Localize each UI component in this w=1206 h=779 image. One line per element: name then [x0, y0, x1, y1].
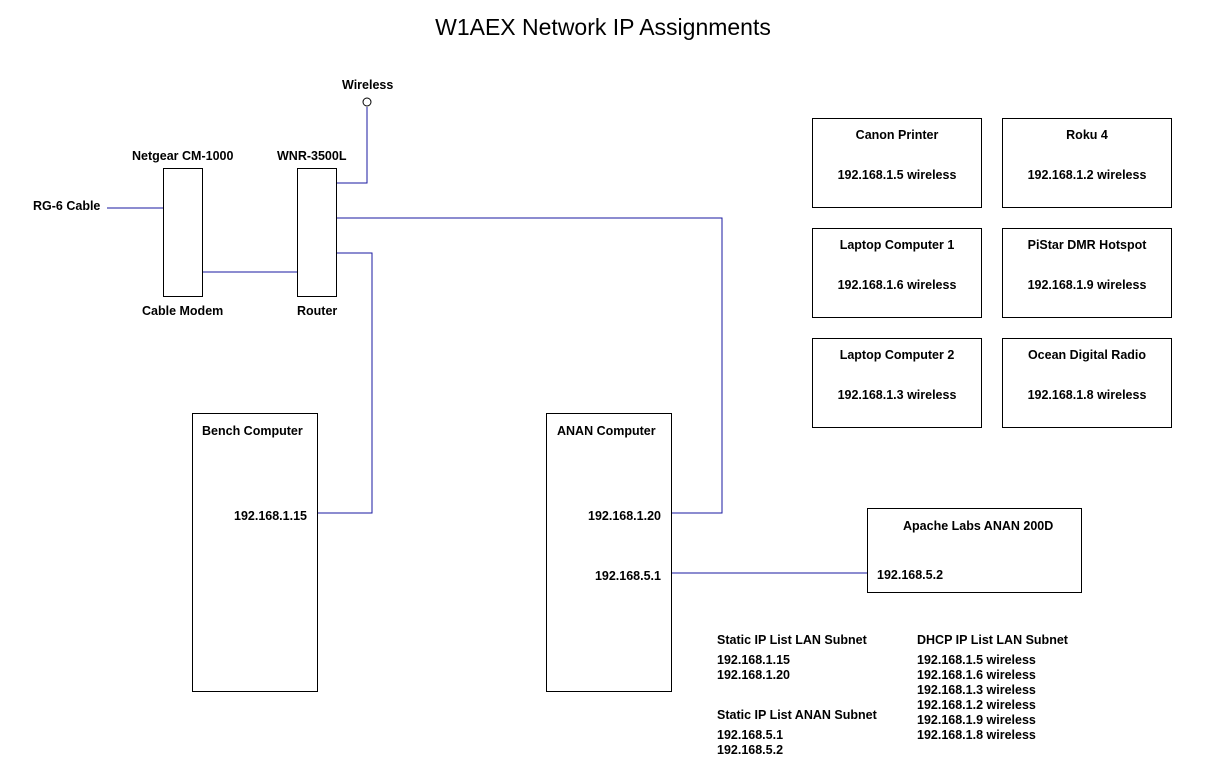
device-name: PiStar DMR Hotspot — [1027, 238, 1147, 252]
device-name: Laptop Computer 1 — [839, 238, 955, 252]
wireless-label: Wireless — [342, 78, 394, 92]
list-item: 192.168.1.6 wireless — [917, 668, 1036, 682]
router-box — [297, 168, 337, 297]
list-item: 192.168.5.1 — [717, 728, 784, 742]
list-item: 192.168.1.20 — [717, 668, 790, 682]
router-type-label: Router — [297, 304, 338, 318]
router-bench-wire — [318, 252, 373, 514]
antenna-icon — [362, 97, 372, 107]
dhcp-lan-list: DHCP IP List LAN Subnet 192.168.1.5 wire… — [917, 633, 1068, 743]
cable-modem-box — [163, 168, 203, 297]
list-heading: DHCP IP List LAN Subnet — [917, 633, 1068, 647]
list-item: 192.168.1.9 wireless — [917, 713, 1036, 727]
list-heading: Static IP List LAN Subnet — [717, 633, 867, 647]
router-antenna-wire — [337, 107, 368, 184]
anan-computer-box: ANAN Computer 192.168.1.20 192.168.5.1 — [546, 413, 672, 692]
anan-computer-lan-ip: 192.168.1.20 — [588, 509, 661, 523]
diagram-title: W1AEX Network IP Assignments — [435, 14, 771, 40]
list-item: 192.168.1.15 — [717, 653, 790, 667]
device-ip: 192.168.1.6 wireless — [837, 278, 957, 292]
list-item: 192.168.1.3 wireless — [917, 683, 1036, 697]
device-ip: 192.168.1.5 wireless — [837, 168, 957, 182]
device-card-laptop-2: Laptop Computer 2 192.168.1.3 wireless — [812, 338, 982, 428]
anan-computer-anan-ip: 192.168.5.1 — [594, 569, 661, 583]
list-item: 192.168.1.5 wireless — [917, 653, 1036, 667]
list-item: 192.168.1.2 wireless — [917, 698, 1036, 712]
device-ip: 192.168.1.3 wireless — [837, 388, 957, 402]
device-ip: 192.168.1.2 wireless — [1027, 168, 1147, 182]
anan-radio-ip: 192.168.5.2 — [877, 568, 944, 582]
device-card-laptop-1: Laptop Computer 1 192.168.1.6 wireless — [812, 228, 982, 318]
static-lan-list: Static IP List LAN Subnet 192.168.1.15 1… — [717, 633, 867, 683]
router-model-label: WNR-3500L — [277, 149, 347, 163]
rg6-cable-label: RG-6 Cable — [33, 199, 101, 213]
list-item: 192.168.5.2 — [717, 743, 784, 757]
device-name: Canon Printer — [855, 128, 939, 142]
device-ip: 192.168.1.9 wireless — [1027, 278, 1147, 292]
modem-type-label: Cable Modem — [142, 304, 224, 318]
device-card-pistar-hotspot: PiStar DMR Hotspot 192.168.1.9 wireless — [1002, 228, 1172, 318]
list-heading: Static IP List ANAN Subnet — [717, 708, 877, 722]
device-card-ocean-digital-radio: Ocean Digital Radio 192.168.1.8 wireless — [1002, 338, 1172, 428]
device-card-roku-4: Roku 4 192.168.1.2 wireless — [1002, 118, 1172, 208]
bench-computer-box: Bench Computer 192.168.1.15 — [192, 413, 318, 692]
list-item: 192.168.1.8 wireless — [917, 728, 1036, 742]
device-name: Laptop Computer 2 — [839, 348, 955, 362]
bench-computer-title: Bench Computer — [202, 424, 303, 438]
static-anan-list: Static IP List ANAN Subnet 192.168.5.1 1… — [717, 708, 877, 758]
anan-computer-title: ANAN Computer — [557, 424, 656, 438]
modem-model-label: Netgear CM-1000 — [132, 149, 234, 163]
router-anan-lan-wire — [337, 217, 723, 514]
device-card-canon-printer: Canon Printer 192.168.1.5 wireless — [812, 118, 982, 208]
anan-radio-title: Apache Labs ANAN 200D — [903, 519, 1054, 533]
bench-computer-ip: 192.168.1.15 — [234, 509, 307, 523]
anan-radio-box: Apache Labs ANAN 200D 192.168.5.2 — [867, 508, 1082, 593]
device-name: Roku 4 — [1066, 128, 1108, 142]
device-name: Ocean Digital Radio — [1027, 348, 1147, 362]
device-ip: 192.168.1.8 wireless — [1027, 388, 1147, 402]
